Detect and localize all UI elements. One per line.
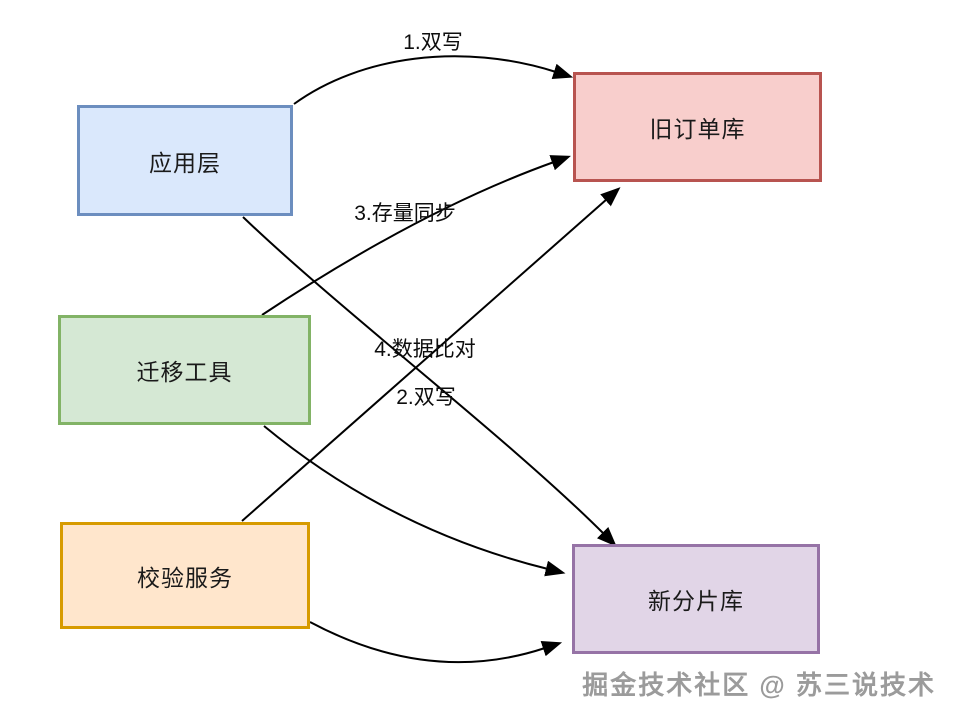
node-app-layer: 应用层 <box>77 105 293 216</box>
edge-app-layer-to-old-order-db <box>293 55 574 105</box>
edge-migration-tool-to-old-order-db <box>261 155 571 316</box>
node-old-order-db-label: 旧订单库 <box>649 116 746 142</box>
edge-label-double-write-old: 1.双写 <box>403 31 463 54</box>
node-validation-service-label: 校验服务 <box>137 564 233 591</box>
node-validation-service: 校验服务 <box>60 522 310 629</box>
node-new-shard-db: 新分片库 <box>572 544 820 654</box>
edge-label-stock-sync: 3.存量同步 <box>354 202 456 225</box>
edge-label-data-compare: 4.数据比对 <box>374 338 476 361</box>
node-old-order-db: 旧订单库 <box>573 72 822 182</box>
watermark: 掘金技术社区 @ 苏三说技术 <box>582 670 936 700</box>
node-migration-tool-label: 迁移工具 <box>136 359 233 385</box>
node-app-layer-label: 应用层 <box>149 149 221 176</box>
edge-label-double-write-new: 2.双写 <box>396 386 456 409</box>
edge-validation-service-to-new-shard-db <box>309 621 563 664</box>
node-new-shard-db-label: 新分片库 <box>648 588 744 614</box>
node-migration-tool: 迁移工具 <box>58 315 311 425</box>
